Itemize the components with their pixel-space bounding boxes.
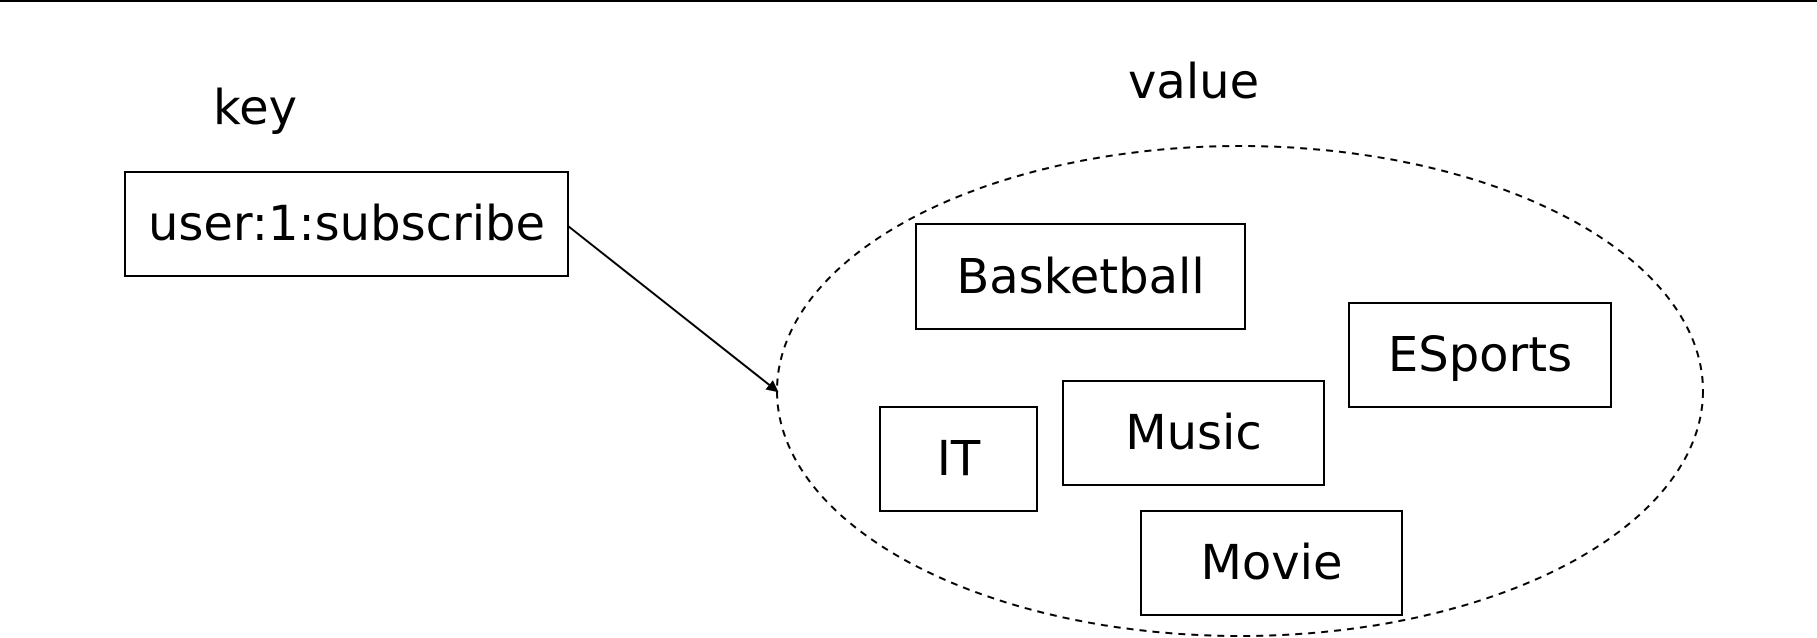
set-member-basketball: Basketball	[915, 223, 1246, 330]
set-member-music: Music	[1062, 380, 1325, 486]
key-to-value-arrow	[567, 225, 779, 393]
value-set-ellipse	[776, 145, 1704, 637]
set-member-movie: Movie	[1140, 510, 1403, 616]
key-heading: key	[213, 80, 298, 136]
key-name-box: user:1:subscribe	[124, 171, 569, 277]
value-heading: value	[1128, 54, 1260, 110]
set-member-esports: ESports	[1348, 302, 1612, 408]
top-border-line	[0, 0, 1817, 2]
set-member-it: IT	[879, 406, 1038, 512]
